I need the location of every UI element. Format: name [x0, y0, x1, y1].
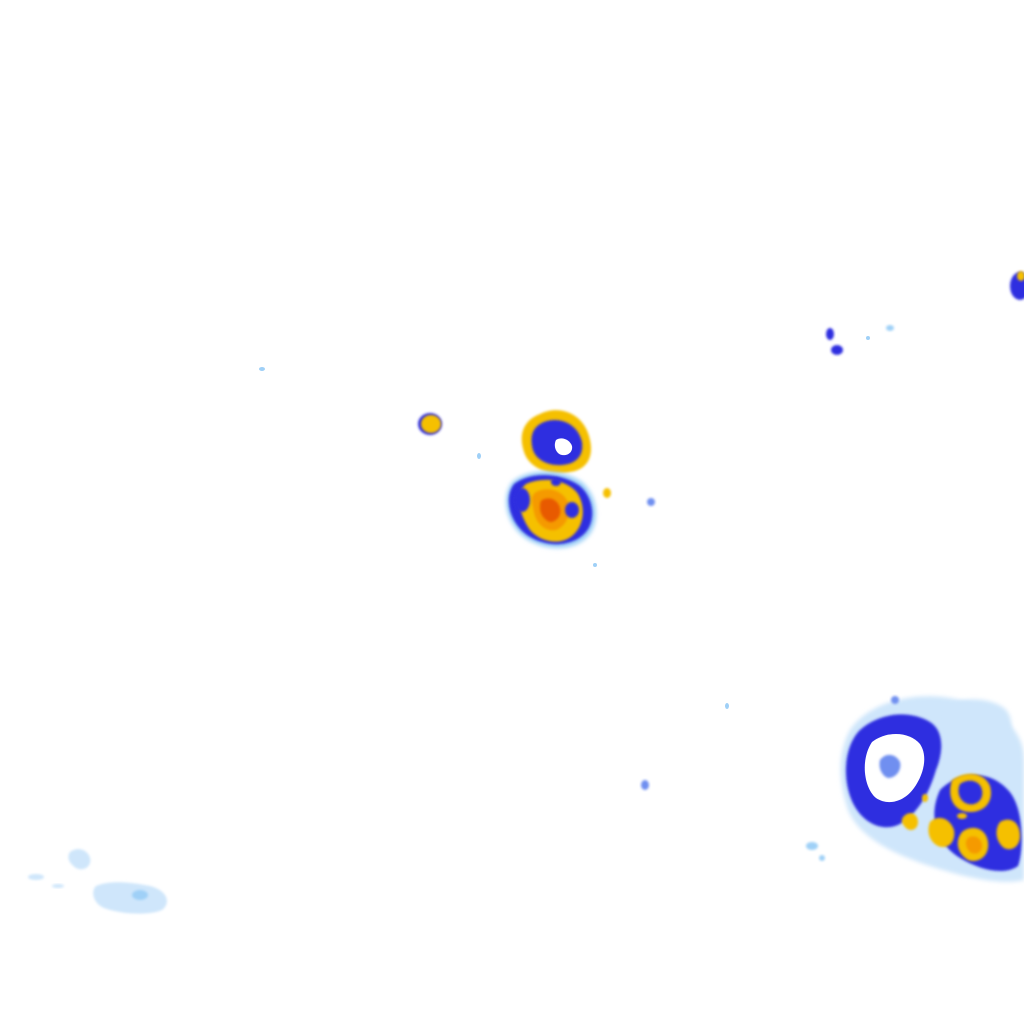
central-pocket-left [514, 488, 530, 512]
se-wisps [946, 699, 1012, 761]
se-east-mass-ring-inner [958, 780, 983, 805]
se-core-3 [996, 819, 1020, 850]
se-core-2-inner [965, 836, 982, 854]
southeast-storm-complex [806, 696, 1024, 882]
scattered-specks [259, 367, 729, 790]
ne-edge-cell-core [1017, 271, 1024, 281]
se-core-1 [928, 817, 955, 848]
northeast-cluster [826, 271, 1024, 355]
se-core-4 [901, 813, 918, 830]
southwest-light-patches [28, 849, 167, 914]
central-side-speck [603, 488, 611, 498]
se-core-5 [922, 794, 928, 802]
central-pocket-center [551, 478, 561, 486]
speck [647, 498, 655, 506]
ne-blob [886, 325, 894, 331]
sw-patch [28, 874, 44, 880]
ne-blob [866, 336, 870, 340]
central-pocket-right [565, 502, 579, 518]
speck [641, 780, 649, 790]
central-storm-cell [505, 410, 611, 549]
sw-patch [52, 884, 64, 888]
small-west-cell-core [421, 415, 441, 433]
sw-patch [132, 890, 148, 900]
central-upper-ring-core [554, 438, 573, 456]
sw-patch [93, 882, 167, 914]
se-ring-west-blue-inner [879, 754, 901, 778]
speck [593, 563, 597, 567]
speck [477, 453, 481, 459]
speck [725, 703, 729, 709]
central-lower-body-intense [540, 498, 561, 522]
se-speck [819, 855, 825, 861]
se-speck [806, 842, 818, 850]
ne-blob [826, 328, 834, 340]
se-core-6 [957, 813, 967, 819]
speck [259, 367, 265, 371]
ne-blob [831, 345, 843, 355]
se-speck [891, 696, 899, 704]
small-west-cell [418, 413, 442, 435]
sw-patch [68, 849, 91, 870]
